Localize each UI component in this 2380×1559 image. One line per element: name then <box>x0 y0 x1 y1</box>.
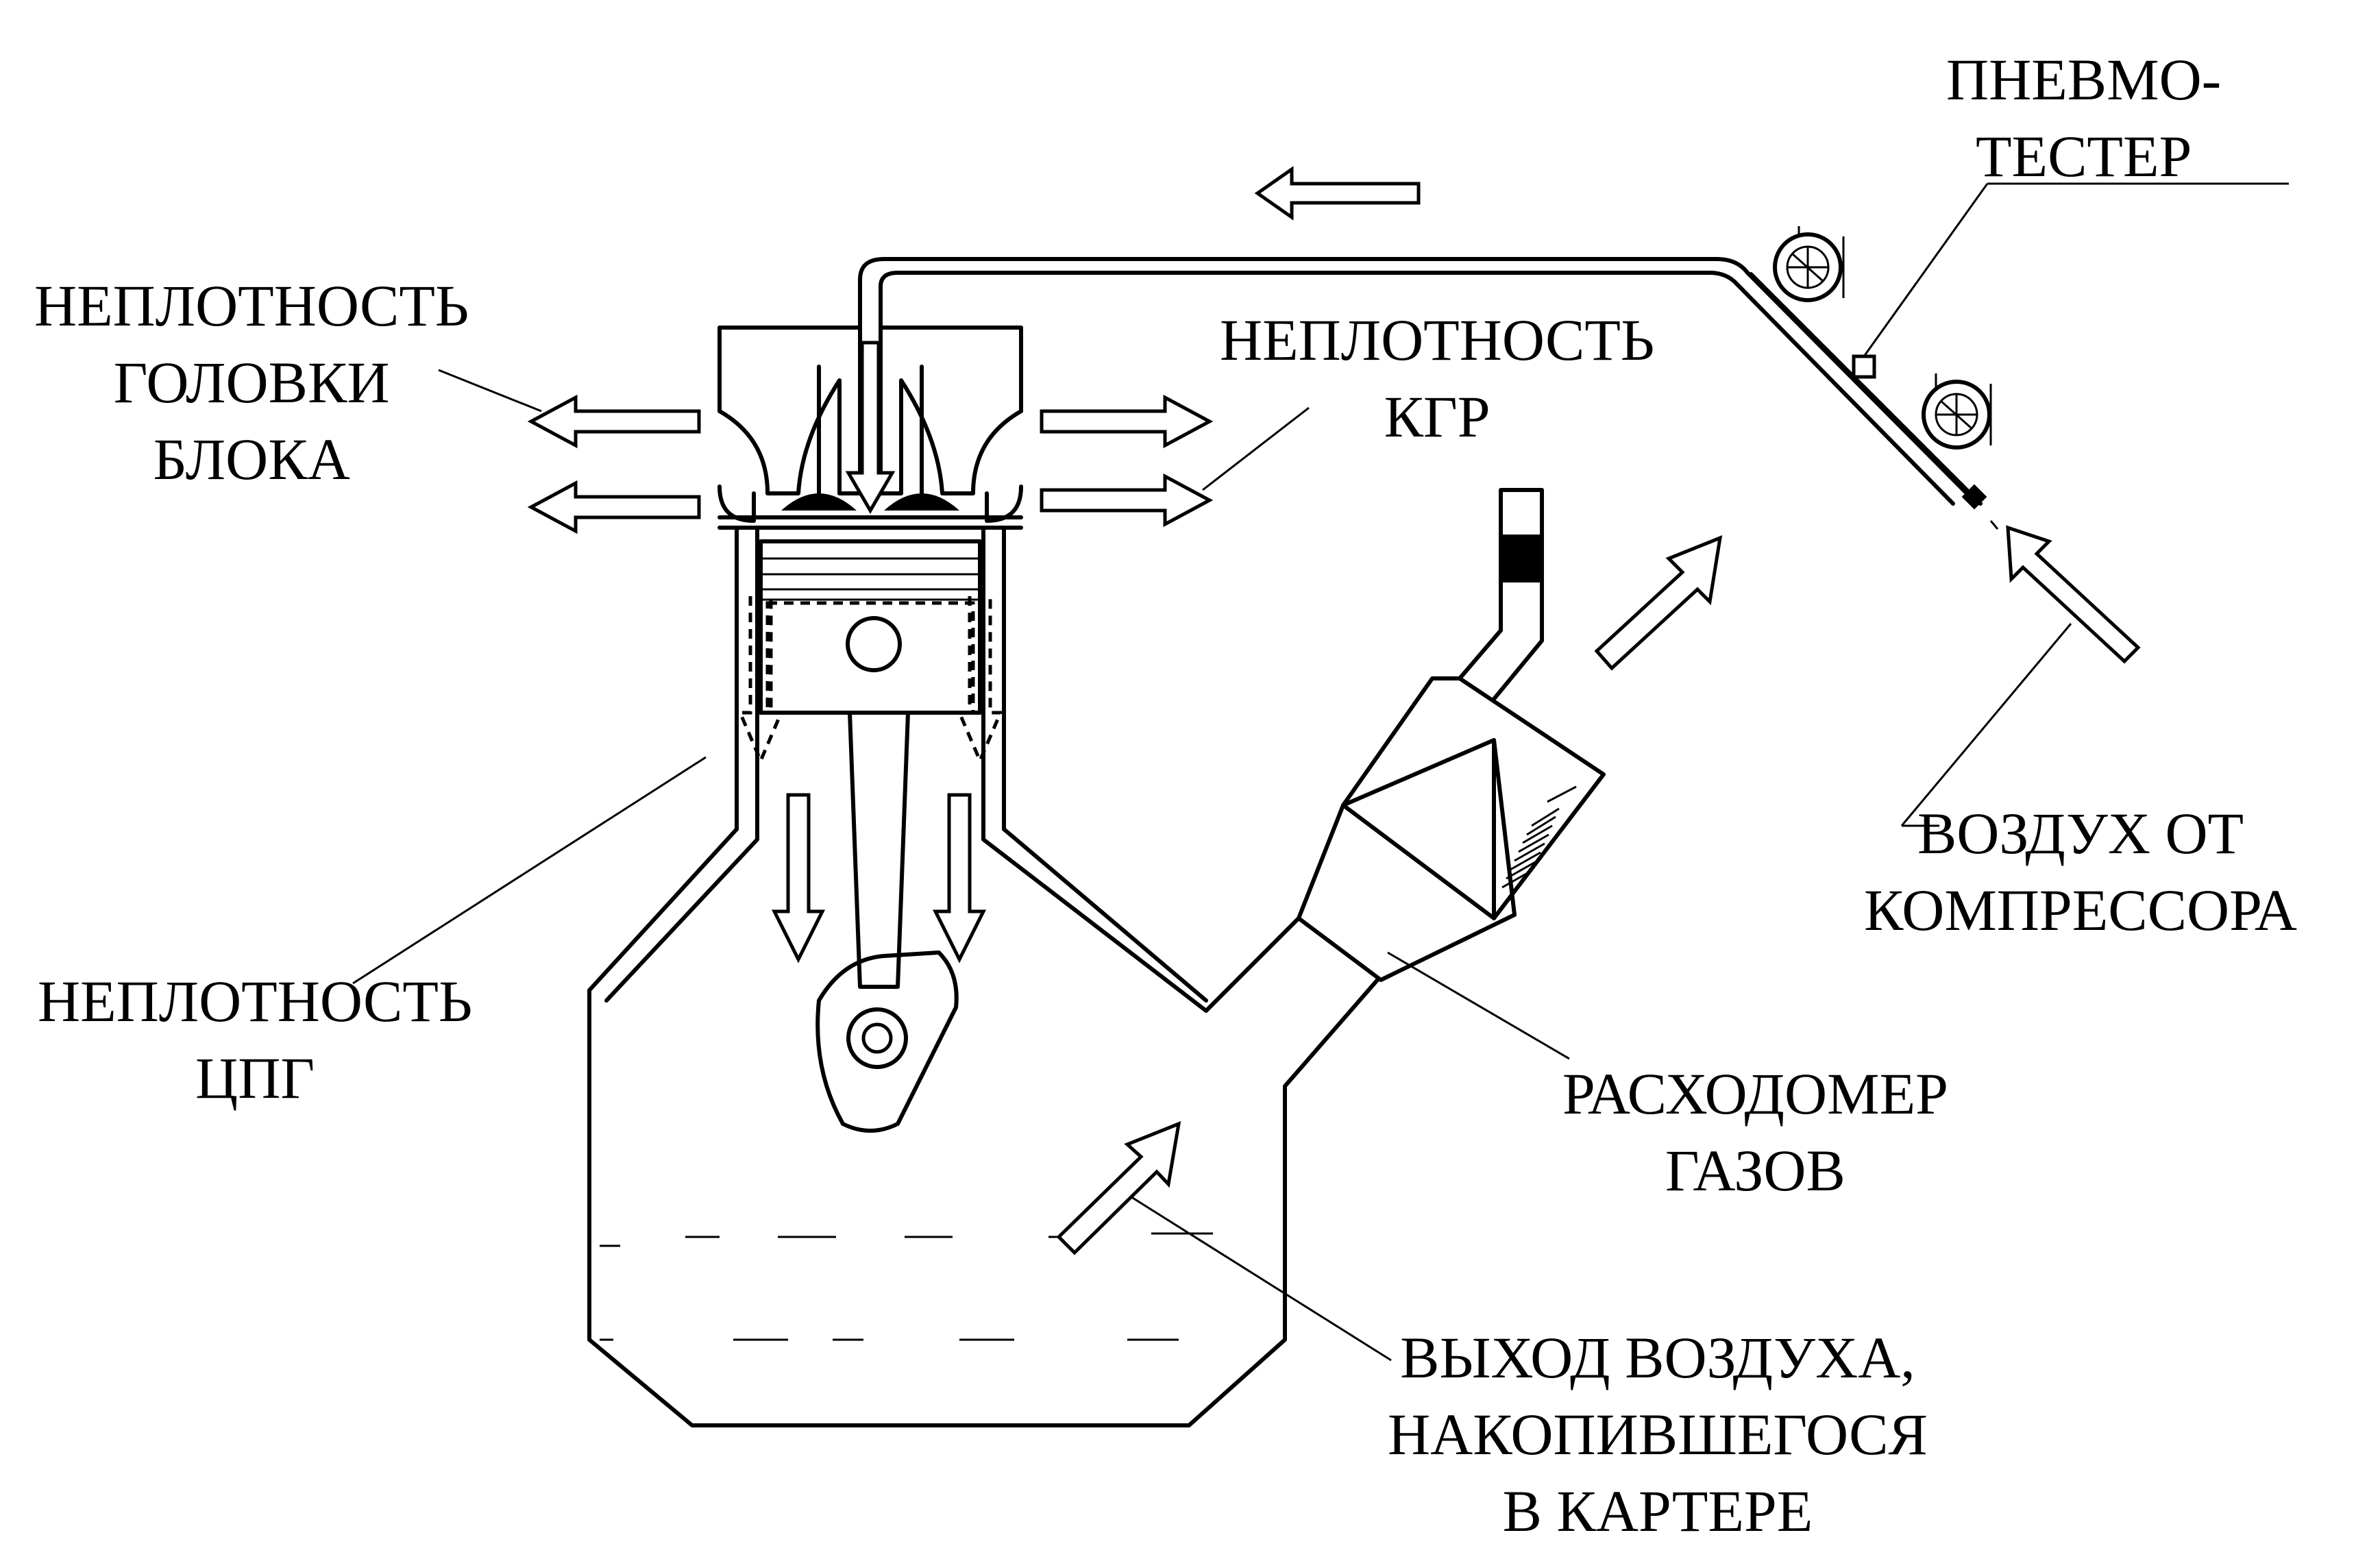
pneumotester <box>1749 226 1999 530</box>
cpg-leak-arrow-right-icon <box>932 793 987 963</box>
crankcase-air-exit-label-line-1: ВЫХОД ВОЗДУХА, <box>1400 1325 1915 1390</box>
crankcase-air-arrow-icon <box>1056 1121 1181 1255</box>
flowmeter-scale-icon <box>1501 785 1577 889</box>
lower-pressure-gauge-icon <box>1922 373 1992 450</box>
crankcase-air-exit-label-line-2: НАКОПИВШЕГОСЯ <box>1388 1401 1928 1467</box>
air-entry-arrow-icon <box>845 341 896 514</box>
head-leak-arrow-lower-icon <box>527 480 701 535</box>
cylinder-block <box>587 526 1379 1427</box>
kgr-leak-arrow-lower-icon <box>1040 473 1214 528</box>
cpg-leak-label-line-1: НЕПЛОТНОСТЬ <box>38 968 473 1034</box>
kgr-leak-arrow-upper-icon <box>1040 394 1214 449</box>
flowmeter-label-line-2: ГАЗОВ <box>1665 1138 1845 1203</box>
piston <box>759 539 982 715</box>
crankcase-air-exit-label-line-3: В КАРТЕРЕ <box>1502 1478 1813 1544</box>
gas-flowmeter <box>1297 488 1606 982</box>
cpg-leak-label: НЕПЛОТНОСТЬ ЦПГ <box>38 963 472 1116</box>
leader-lines <box>352 182 2289 1362</box>
outlet-air-arrow-icon <box>1594 535 1723 671</box>
air-from-compressor-label-line-1: ВОЗДУХ ОТ <box>1917 800 2244 866</box>
crankcase-air-exit-label: ВЫХОД ВОЗДУХА, НАКОПИВШЕГОСЯ В КАРТЕРЕ <box>1388 1319 1928 1549</box>
air-supply-tube <box>858 257 1969 506</box>
upper-pressure-gauge-icon <box>1773 226 1845 302</box>
head-leak-label-line-1: НЕПЛОТНОСТЬ <box>34 273 469 339</box>
kgr-leak-label: НЕПЛОТНОСТЬ КГР <box>1220 302 1654 455</box>
flowmeter-label-line-1: РАСХОДОМЕР <box>1562 1061 1948 1127</box>
flowmeter-label: РАСХОДОМЕР ГАЗОВ <box>1562 1055 1948 1209</box>
pnevmotester-label-line-1: ПНЕВМО- <box>1946 47 2222 112</box>
cpg-leak-arrow-left-icon <box>771 793 826 963</box>
compressor-air-arrow-icon <box>2006 525 2141 664</box>
pnevmotester-label: ПНЕВМО- ТЕСТЕР <box>1946 41 2221 195</box>
connecting-rod <box>815 711 959 1133</box>
kgr-leak-label-line-1: НЕПЛОТНОСТЬ <box>1220 307 1655 373</box>
cylinder-head <box>717 326 1023 530</box>
blowby-dashed-arrows <box>737 596 1003 765</box>
regulator-block-icon <box>1852 354 1876 379</box>
head-leak-label: НЕПЛОТНОСТЬ ГОЛОВКИ БЛОКА <box>34 267 469 498</box>
exhaust-valve-icon <box>884 365 959 511</box>
air-from-compressor-label-line-2: КОМПРЕССОРА <box>1864 877 2298 943</box>
cpg-leak-label-line-2: ЦПГ <box>195 1045 315 1111</box>
oil-level-lines <box>600 1232 1213 1341</box>
inlet-fitting-icon <box>1961 484 1987 510</box>
intake-valve-icon <box>781 365 857 511</box>
piston-pin-icon <box>846 616 902 672</box>
head-leak-label-line-2: ГОЛОВКИ <box>113 349 390 415</box>
kgr-leak-label-line-2: КГР <box>1384 384 1490 450</box>
head-leak-label-line-3: БЛОКА <box>153 426 350 492</box>
head-leak-arrow-upper-icon <box>527 394 701 449</box>
flow-arrow-left-icon <box>1254 166 1421 221</box>
pnevmotester-label-line-2: ТЕСТЕР <box>1976 123 2192 189</box>
air-from-compressor-label: ВОЗДУХ ОТ КОМПРЕССОРА <box>1864 795 2297 948</box>
